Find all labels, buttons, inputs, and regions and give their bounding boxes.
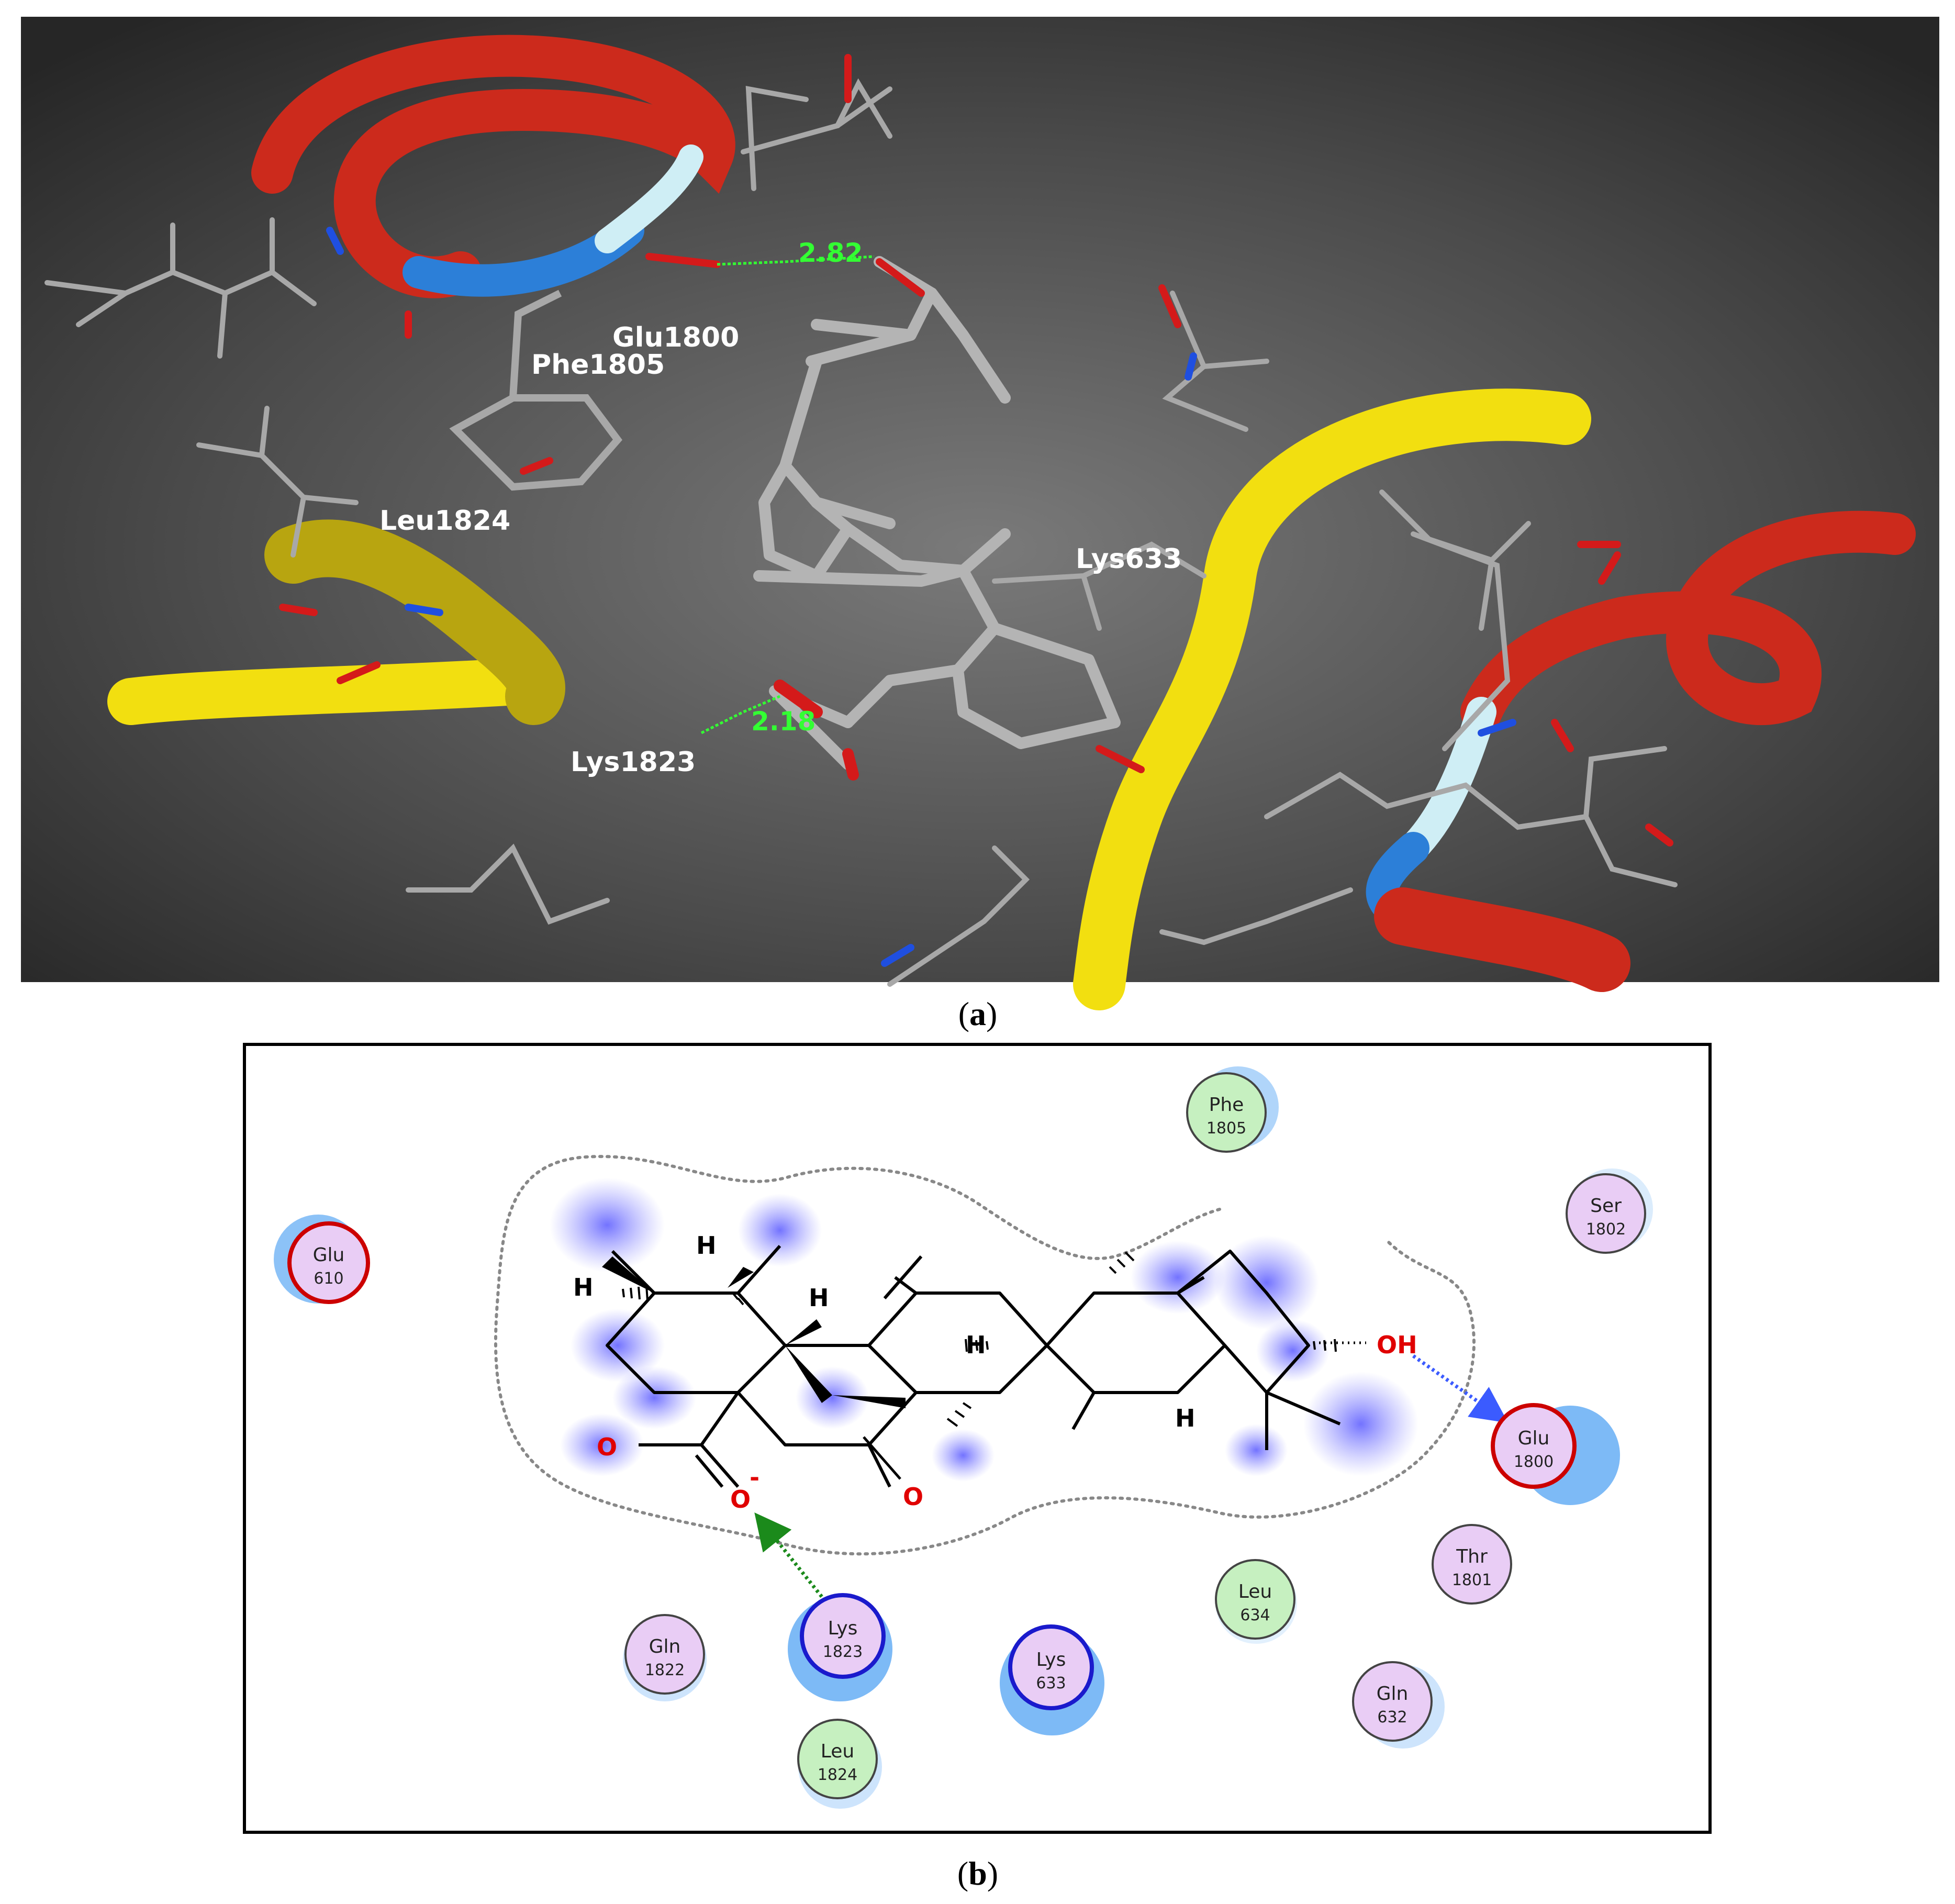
residue-lys1823: Lys 1823 — [788, 1593, 892, 1701]
hbond-arrow-glu1800 — [1412, 1354, 1509, 1423]
coil-top-left-light — [595, 144, 703, 253]
residue-gln1822-name: Gln — [649, 1636, 681, 1657]
distance-label-2: 2.18 — [751, 706, 815, 737]
residue-leu1824: Leu 1824 — [797, 1719, 882, 1809]
hbonds-3d — [700, 255, 875, 734]
caption-a-open: ( — [958, 995, 969, 1032]
heteroatoms — [279, 54, 1673, 967]
residue-thr1801: Thr 1801 — [1432, 1524, 1512, 1605]
residue-glu610-name: Glu — [313, 1244, 345, 1266]
residue-lys1823-number: 1823 — [823, 1643, 863, 1661]
residue-phe1805-number: 1805 — [1206, 1119, 1246, 1138]
h-label-1: H — [573, 1273, 594, 1301]
h-label-2: H — [696, 1231, 717, 1260]
helix-right-red — [1460, 510, 1916, 733]
residue-thr1801-number: 1801 — [1452, 1571, 1492, 1589]
caption-b-open: ( — [957, 1855, 968, 1892]
residue-glu610-number: 610 — [314, 1270, 343, 1288]
residue-glu1800-number: 1800 — [1514, 1453, 1554, 1471]
residue-leu634: Leu 634 — [1215, 1559, 1297, 1644]
panel-a-3d-view: 2.82 2.18 Glu1800 Phe1805 Leu1824 Lys633… — [21, 17, 1939, 1010]
residue-gln1822-number: 1822 — [645, 1661, 685, 1679]
h-label-3: H — [809, 1284, 829, 1312]
helix-left-yellow — [264, 519, 565, 725]
carbonyl-o-label: O — [903, 1483, 923, 1511]
residue-ser1802-name: Ser — [1590, 1195, 1622, 1217]
residue-glu1800-name: Glu — [1518, 1428, 1550, 1449]
h-label-5: H — [1175, 1404, 1196, 1432]
residue-glu610: Glu 610 — [274, 1215, 370, 1304]
residue-gln632: Gln 632 — [1352, 1661, 1445, 1749]
residue-leu1824-name: Leu — [821, 1741, 854, 1762]
residue-leu634-number: 634 — [1240, 1606, 1270, 1624]
residue-phe1805: Phe 1805 — [1186, 1066, 1279, 1153]
ligand-hash-bonds — [622, 1251, 1337, 1427]
caption-a: (a) — [958, 995, 998, 1032]
carboxylate-charge: - — [750, 1463, 759, 1491]
distance-label-1: 2.82 — [798, 238, 863, 268]
residue-lys1823-name: Lys — [828, 1618, 858, 1639]
residue-sticks — [44, 78, 1678, 987]
residue-gln1822: Gln 1822 — [623, 1614, 707, 1701]
residue-label-lys1823: Lys1823 — [571, 747, 696, 778]
residue-gln632-number: 632 — [1377, 1708, 1407, 1727]
residue-gln632-name: Gln — [1377, 1683, 1409, 1705]
h-label-4: H — [966, 1331, 986, 1359]
residue-label-phe1805: Phe1805 — [531, 349, 665, 381]
helix-top-left — [251, 35, 735, 298]
acid-o-label: O — [597, 1433, 617, 1461]
residue-glu1800: Glu 1800 — [1491, 1403, 1620, 1505]
caption-b-letter: b — [968, 1855, 987, 1892]
helix-bottom-right-red — [1374, 887, 1630, 992]
residue-thr1801-name: Thr — [1456, 1546, 1488, 1567]
ligand-sticks — [753, 256, 1121, 770]
carboxylate-o-label: O — [730, 1485, 751, 1513]
residue-leu1824-number: 1824 — [818, 1766, 857, 1784]
residue-phe1805-name: Phe — [1209, 1094, 1244, 1116]
residue-lys633-number: 633 — [1036, 1674, 1066, 1693]
residue-ser1802-number: 1802 — [1586, 1220, 1626, 1239]
residue-ser1802: Ser 1802 — [1566, 1168, 1653, 1254]
strand-right-yellow — [1073, 388, 1591, 1010]
ligand-exposure-blobs — [550, 1178, 1418, 1482]
protein-ribbons — [107, 35, 1916, 1010]
residue-lys633: Lys 633 — [1000, 1624, 1104, 1735]
panel-b-2d-diagram: H H H H H OH O O O - Phe 1805 Ser 1802 G — [243, 1043, 1712, 1834]
ligand-2d — [606, 1245, 1341, 1488]
caption-b-close: ) — [987, 1855, 998, 1892]
caption-b: (b) — [957, 1855, 998, 1892]
caption-a-letter: a — [969, 995, 986, 1032]
hbond-lys1823 — [700, 695, 780, 734]
pocket-outline — [494, 1155, 1476, 1556]
strand-left-yellow — [107, 657, 557, 725]
residue-label-lys633: Lys633 — [1076, 543, 1182, 575]
residue-lys633-name: Lys — [1036, 1649, 1066, 1671]
hydroxyl-label: OH — [1377, 1331, 1417, 1359]
residue-label-glu1800: Glu1800 — [612, 322, 739, 353]
phe-ring — [449, 290, 623, 491]
ligand-stereo — [602, 1256, 906, 1408]
residue-leu634-name: Leu — [1238, 1581, 1272, 1602]
hbond-glu1800 — [717, 255, 875, 266]
residue-label-leu1824: Leu1824 — [379, 505, 510, 537]
caption-a-close: ) — [986, 995, 997, 1032]
